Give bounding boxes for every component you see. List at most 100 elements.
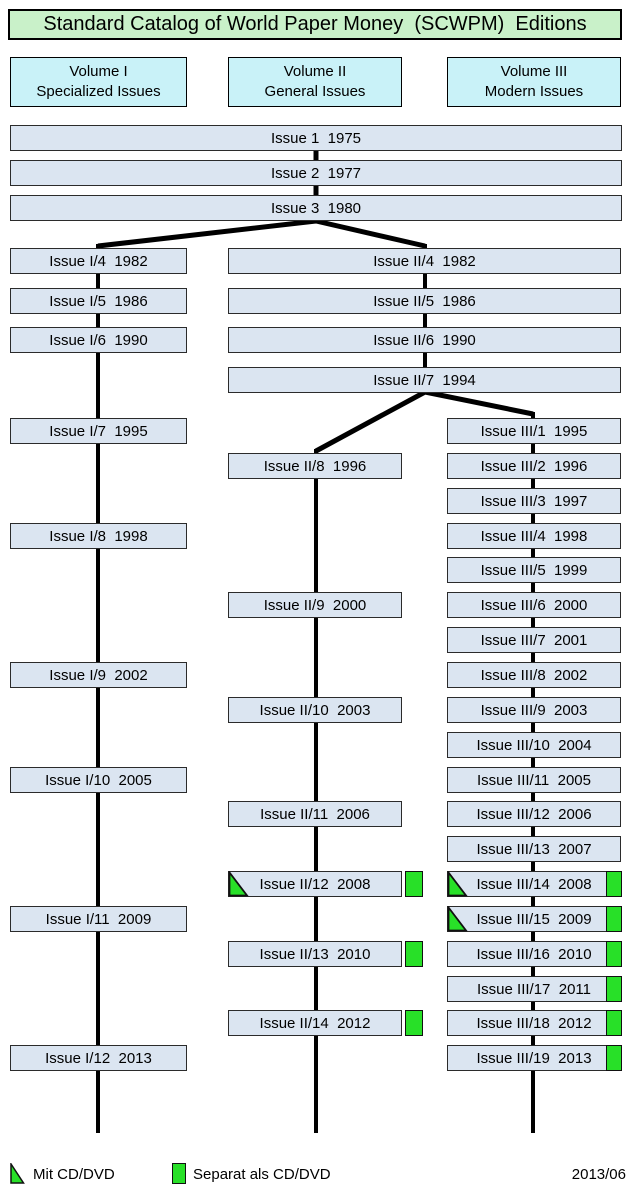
issue-box: Issue III/3 1997 xyxy=(447,488,621,514)
issue-box: Issue II/11 2006 xyxy=(228,801,402,827)
issue-label: Issue III/14 2008 xyxy=(476,875,592,893)
issue-label: Issue 3 1980 xyxy=(270,199,362,217)
issue-label: Issue III/9 2003 xyxy=(480,701,588,719)
issue-box: Issue III/17 2011 xyxy=(447,975,622,1002)
issue-box: Issue III/8 2002 xyxy=(447,662,621,688)
issue-label: Issue 1 1975 xyxy=(270,129,362,147)
issue-box: Issue III/14 2008 xyxy=(447,870,622,897)
issue-label: Issue III/15 2009 xyxy=(476,910,592,928)
cd-separate-square-icon xyxy=(172,1163,186,1184)
issue-box: Issue II/13 2010 xyxy=(228,940,423,967)
issue-label: Issue II/10 2003 xyxy=(259,701,371,719)
issue-box: Issue I/9 2002 xyxy=(10,662,187,688)
issue-label: Issue III/4 1998 xyxy=(480,527,588,545)
issue-box: Issue III/12 2006 xyxy=(447,801,621,827)
issue-box: Issue III/4 1998 xyxy=(447,523,621,549)
cd-separate-marker xyxy=(404,870,423,897)
volume-1-subtitle: Specialized Issues xyxy=(36,83,161,100)
legend-separate-cd-label: Separat als CD/DVD xyxy=(193,1165,331,1183)
issue-label: Issue I/12 2013 xyxy=(45,1049,152,1067)
issue-label: Issue II/8 1996 xyxy=(263,457,367,475)
issue-box: Issue II/7 1994 xyxy=(228,367,621,393)
issue-box: Issue III/16 2010 xyxy=(447,940,622,967)
issue-box: Issue II/9 2000 xyxy=(228,592,402,618)
issue-box: Issue II/8 1996 xyxy=(228,453,402,479)
issue-box: Issue III/5 1999 xyxy=(447,557,621,583)
issue-box: Issue I/4 1982 xyxy=(10,248,187,274)
edition-date: 2013/06 xyxy=(571,1165,626,1183)
cd-included-triangle-icon xyxy=(447,905,468,931)
volume-3-name: Volume III xyxy=(500,63,568,80)
issue-box: Issue III/19 2013 xyxy=(447,1044,622,1071)
issue-box: Issue III/7 2001 xyxy=(447,627,621,653)
issue-box: Issue III/11 2005 xyxy=(447,767,621,793)
volume-1-header: Volume I Specialized Issues xyxy=(10,57,187,107)
cd-separate-marker xyxy=(605,905,622,932)
issue-label: Issue I/10 2005 xyxy=(45,771,152,789)
issue-label: Issue III/11 2005 xyxy=(477,771,591,789)
issue-box: Issue 2 1977 xyxy=(10,160,622,186)
issue-label: Issue III/13 2007 xyxy=(476,840,592,858)
issue-box: Issue III/13 2007 xyxy=(447,836,621,862)
issue-label: Issue I/6 1990 xyxy=(49,331,148,349)
issue-box: Issue II/12 2008 xyxy=(228,870,423,897)
issue-label: Issue III/17 2011 xyxy=(477,980,591,998)
issue-label: Issue III/3 1997 xyxy=(480,492,588,510)
issue-box: Issue III/10 2004 xyxy=(447,732,621,758)
issue-box: Issue III/9 2003 xyxy=(447,697,621,723)
cd-included-triangle-icon xyxy=(228,870,249,896)
issue-label: Issue III/2 1996 xyxy=(480,457,588,475)
issue-box: Issue II/4 1982 xyxy=(228,248,621,274)
issue-box: Issue I/5 1986 xyxy=(10,288,187,314)
cd-included-triangle-icon xyxy=(10,1163,25,1184)
issue-box: Issue II/14 2012 xyxy=(228,1009,423,1036)
issue-box: Issue III/1 1995 xyxy=(447,418,621,444)
volume-2-header: Volume II General Issues xyxy=(228,57,402,107)
issue-label: Issue III/6 2000 xyxy=(480,596,588,614)
issue-box: Issue 1 1975 xyxy=(10,125,622,151)
volume-1-name: Volume I xyxy=(69,63,128,80)
issue-box: Issue I/6 1990 xyxy=(10,327,187,353)
issue-label: Issue I/9 2002 xyxy=(49,666,148,684)
connector-fork-vol1-vol2 xyxy=(97,218,426,249)
issue-label: Issue III/8 2002 xyxy=(480,666,588,684)
issue-label: Issue III/18 2012 xyxy=(476,1014,592,1032)
issue-label: Issue II/4 1982 xyxy=(373,252,476,270)
issue-box: Issue II/5 1986 xyxy=(228,288,621,314)
legend-with-cd-label: Mit CD/DVD xyxy=(33,1165,115,1183)
issue-box: Issue I/7 1995 xyxy=(10,418,187,444)
issue-label: Issue III/12 2006 xyxy=(476,805,592,823)
issue-box: Issue I/8 1998 xyxy=(10,523,187,549)
issue-label: Issue III/7 2001 xyxy=(480,631,588,649)
volume-3-subtitle: Modern Issues xyxy=(484,83,584,100)
issue-box: Issue 3 1980 xyxy=(10,195,622,221)
cd-separate-marker xyxy=(605,870,622,897)
issue-label: Issue III/16 2010 xyxy=(476,945,592,963)
issue-label: Issue III/1 1995 xyxy=(480,422,588,440)
page-title: Standard Catalog of World Paper Money (S… xyxy=(8,9,622,40)
cd-separate-marker xyxy=(605,975,622,1002)
issue-box: Issue II/6 1990 xyxy=(228,327,621,353)
issue-box: Issue I/11 2009 xyxy=(10,906,187,932)
cd-separate-marker xyxy=(605,1009,622,1036)
issue-label: Issue II/13 2010 xyxy=(259,945,371,963)
issue-label: Issue I/4 1982 xyxy=(49,252,148,270)
issue-label: Issue I/11 2009 xyxy=(45,910,152,928)
issue-label: Issue III/10 2004 xyxy=(476,736,592,754)
issue-label: Issue II/14 2012 xyxy=(259,1014,371,1032)
cd-separate-marker xyxy=(605,1044,622,1071)
issue-label: Issue II/5 1986 xyxy=(373,292,476,310)
issue-box: Issue III/18 2012 xyxy=(447,1009,622,1036)
cd-separate-marker xyxy=(605,940,622,967)
issue-label: Issue II/11 2006 xyxy=(260,805,370,823)
volume-2-subtitle: General Issues xyxy=(264,83,366,100)
issue-label: Issue I/8 1998 xyxy=(49,527,148,545)
issue-box: Issue III/15 2009 xyxy=(447,905,622,932)
issue-box: Issue II/10 2003 xyxy=(228,697,402,723)
volume-3-header: Volume III Modern Issues xyxy=(447,57,621,107)
issue-box: Issue III/6 2000 xyxy=(447,592,621,618)
issue-label: Issue II/7 1994 xyxy=(373,371,476,389)
cd-separate-marker xyxy=(404,1009,423,1036)
issue-box: Issue III/2 1996 xyxy=(447,453,621,479)
